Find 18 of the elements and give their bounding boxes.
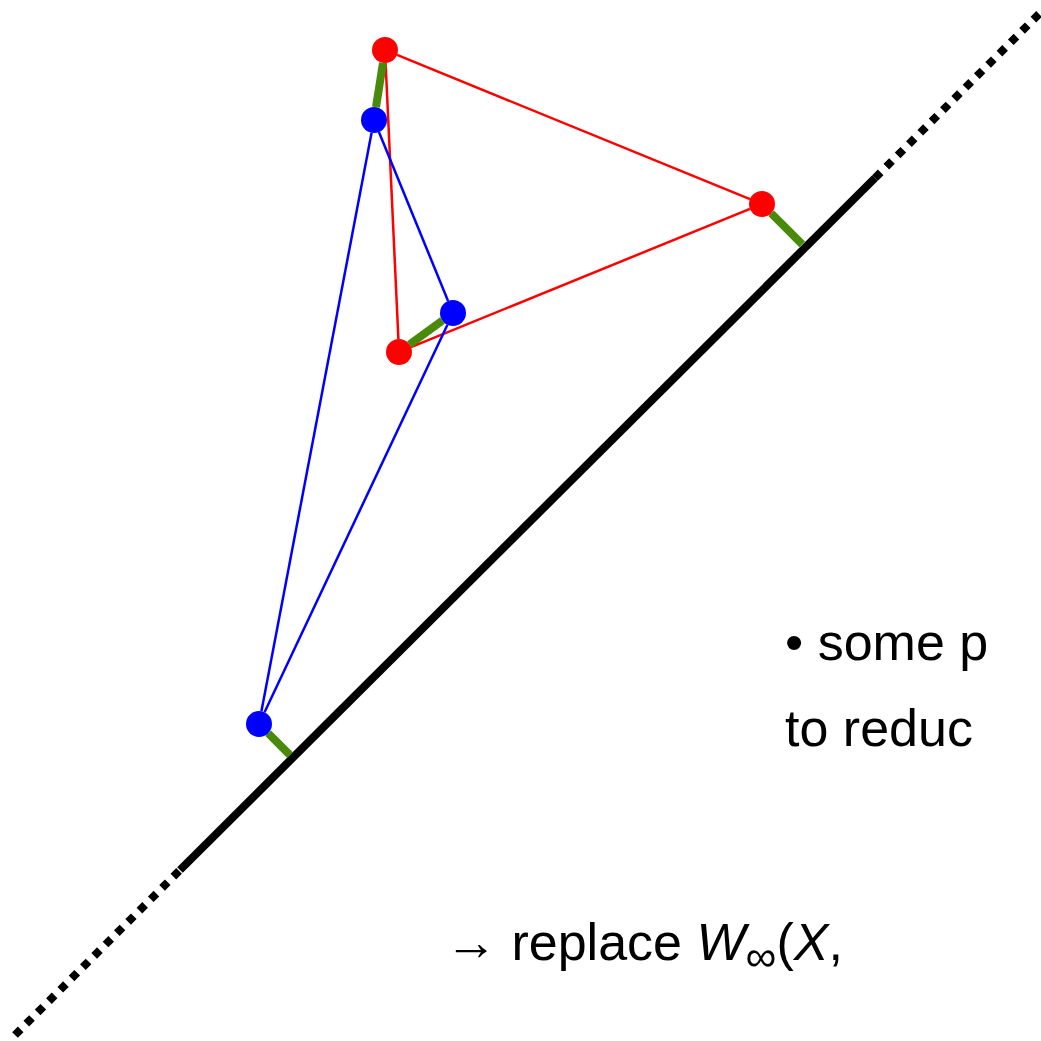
triangle-edge	[410, 207, 751, 349]
matching-line	[407, 317, 445, 348]
data-point	[386, 339, 412, 365]
matching-line	[372, 62, 387, 108]
matching-line	[768, 210, 806, 248]
data-point	[372, 37, 398, 63]
note-text: • some p	[785, 612, 989, 672]
note-text: → replace W$_{∞}$(X,	[445, 912, 843, 983]
triangle-edge	[396, 53, 751, 201]
data-point	[440, 300, 466, 326]
data-point	[246, 711, 272, 737]
triangle-edge	[377, 131, 450, 302]
data-point	[749, 191, 775, 217]
note-text: to reduc	[785, 698, 973, 758]
matching-line	[265, 730, 293, 758]
triangle-edge	[260, 132, 373, 712]
data-point	[361, 107, 387, 133]
triangle-edge	[263, 324, 449, 713]
